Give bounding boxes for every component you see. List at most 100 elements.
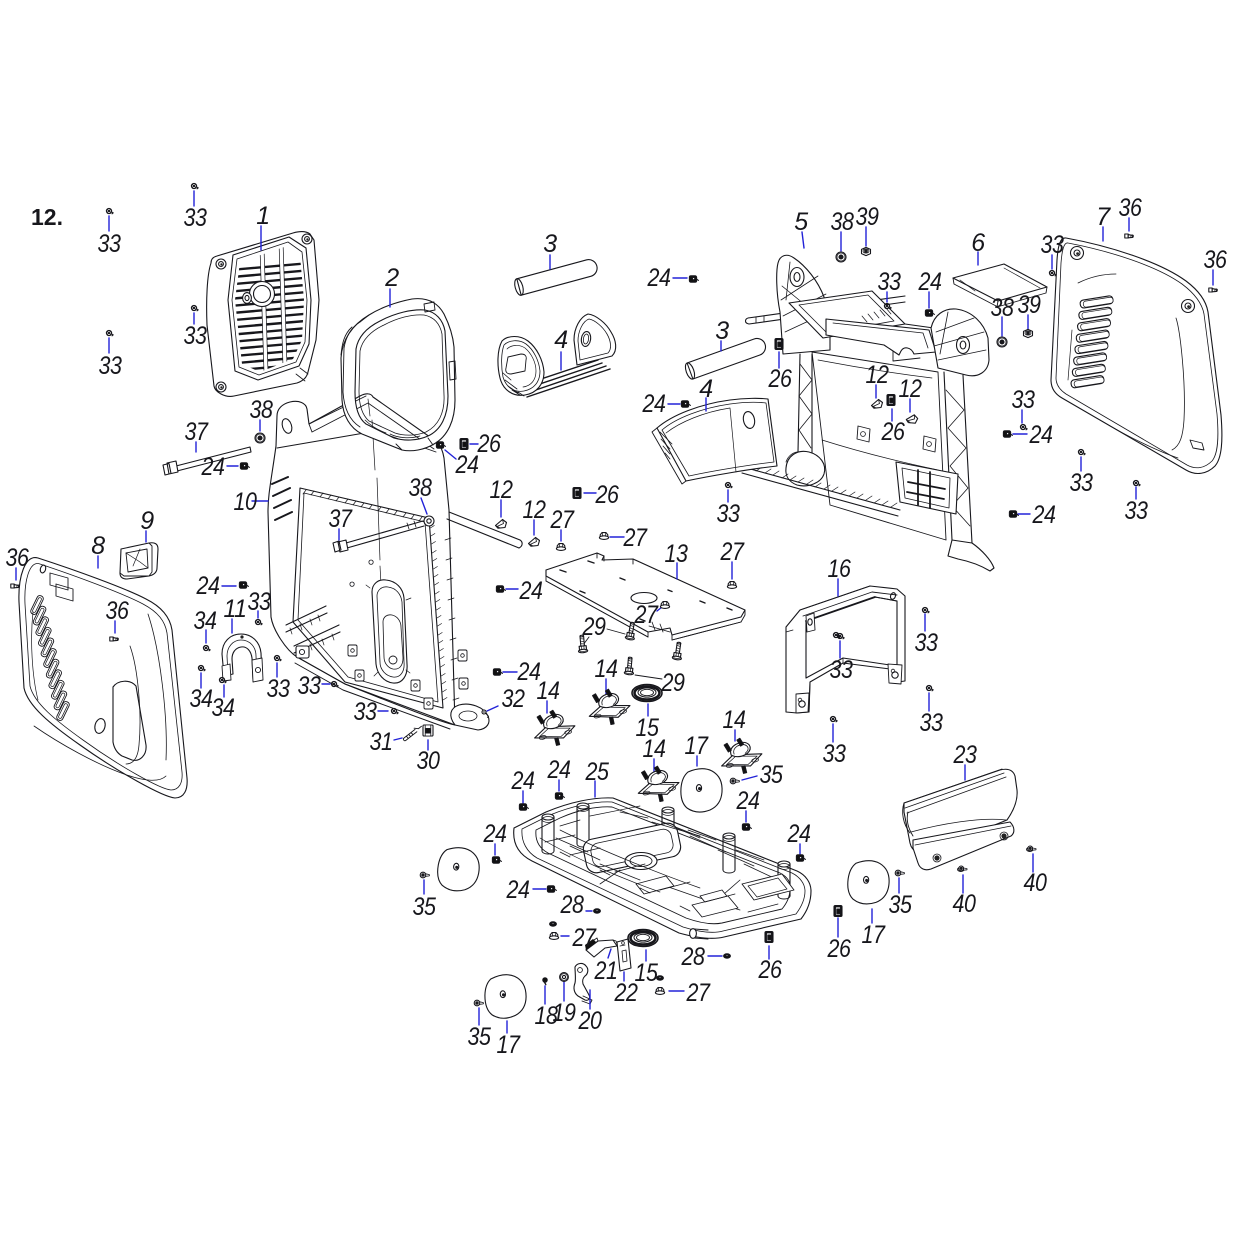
svg-text:29: 29: [661, 669, 685, 697]
svg-text:26: 26: [881, 418, 905, 446]
svg-text:24: 24: [647, 264, 671, 292]
svg-text:24: 24: [455, 451, 479, 479]
svg-text:7: 7: [1096, 203, 1111, 231]
svg-text:12: 12: [523, 496, 547, 524]
svg-text:33: 33: [1012, 386, 1036, 414]
svg-text:38: 38: [991, 294, 1015, 322]
svg-text:29: 29: [582, 613, 606, 641]
svg-text:36: 36: [1119, 194, 1143, 222]
svg-text:27: 27: [572, 924, 597, 952]
svg-text:4: 4: [699, 375, 712, 403]
svg-text:3: 3: [715, 317, 729, 345]
svg-text:26: 26: [827, 935, 851, 963]
svg-text:24: 24: [736, 787, 760, 815]
svg-text:28: 28: [560, 891, 584, 919]
svg-text:33: 33: [1070, 469, 1094, 497]
svg-text:11: 11: [224, 595, 247, 623]
svg-text:28: 28: [681, 943, 705, 971]
svg-text:2: 2: [384, 264, 399, 292]
svg-text:33: 33: [184, 322, 208, 350]
svg-text:21: 21: [594, 957, 618, 985]
svg-text:24: 24: [519, 577, 543, 605]
svg-text:26: 26: [768, 365, 792, 393]
svg-text:26: 26: [477, 430, 501, 458]
svg-text:33: 33: [1041, 231, 1065, 259]
svg-text:24: 24: [517, 658, 541, 686]
svg-text:24: 24: [196, 572, 220, 600]
svg-text:33: 33: [1125, 497, 1149, 525]
svg-text:12: 12: [899, 375, 923, 403]
svg-text:23: 23: [953, 741, 977, 769]
svg-text:6: 6: [971, 229, 985, 257]
svg-text:33: 33: [267, 675, 291, 703]
svg-text:24: 24: [642, 390, 666, 418]
svg-text:37: 37: [329, 505, 353, 533]
svg-text:24: 24: [1029, 421, 1053, 449]
svg-text:33: 33: [184, 204, 208, 232]
svg-text:32: 32: [502, 685, 526, 713]
svg-text:33: 33: [298, 672, 322, 700]
svg-text:24: 24: [511, 767, 535, 795]
svg-text:33: 33: [823, 740, 847, 768]
svg-text:26: 26: [595, 481, 619, 509]
svg-text:33: 33: [98, 230, 122, 258]
svg-text:14: 14: [643, 735, 666, 763]
svg-text:24: 24: [547, 756, 571, 784]
svg-text:39: 39: [1018, 291, 1042, 319]
svg-text:17: 17: [685, 732, 709, 760]
svg-text:40: 40: [953, 890, 977, 918]
svg-text:12.: 12.: [31, 204, 63, 230]
svg-text:8: 8: [91, 532, 105, 560]
svg-text:38: 38: [831, 208, 855, 236]
svg-text:36: 36: [106, 597, 130, 625]
svg-text:34: 34: [190, 685, 213, 713]
svg-text:24: 24: [787, 820, 811, 848]
svg-text:12: 12: [490, 476, 514, 504]
svg-text:30: 30: [417, 747, 441, 775]
svg-text:24: 24: [918, 268, 942, 296]
svg-text:33: 33: [830, 656, 854, 684]
svg-text:33: 33: [920, 709, 944, 737]
svg-text:33: 33: [915, 629, 939, 657]
svg-text:35: 35: [413, 893, 437, 921]
svg-text:18: 18: [535, 1002, 559, 1030]
svg-text:3: 3: [543, 230, 557, 258]
svg-text:36: 36: [1204, 246, 1228, 274]
svg-text:35: 35: [889, 891, 913, 919]
svg-text:37: 37: [185, 418, 209, 446]
svg-text:36: 36: [6, 544, 30, 572]
svg-text:17: 17: [497, 1031, 521, 1059]
svg-text:5: 5: [794, 208, 808, 236]
svg-text:33: 33: [354, 698, 378, 726]
svg-text:38: 38: [250, 396, 274, 424]
svg-text:17: 17: [862, 921, 886, 949]
svg-text:40: 40: [1024, 869, 1048, 897]
svg-text:26: 26: [758, 956, 782, 984]
svg-text:19: 19: [553, 999, 577, 1027]
svg-text:39: 39: [856, 203, 880, 231]
svg-text:34: 34: [212, 694, 235, 722]
svg-text:24: 24: [483, 820, 507, 848]
svg-text:12: 12: [866, 361, 890, 389]
svg-text:35: 35: [468, 1023, 492, 1051]
svg-text:27: 27: [550, 506, 575, 534]
svg-text:27: 27: [634, 601, 659, 629]
svg-text:33: 33: [99, 352, 123, 380]
svg-text:14: 14: [537, 677, 560, 705]
svg-text:27: 27: [720, 538, 745, 566]
svg-text:25: 25: [585, 758, 609, 786]
svg-text:24: 24: [201, 453, 225, 481]
svg-text:16: 16: [828, 555, 852, 583]
svg-text:24: 24: [506, 876, 530, 904]
svg-text:10: 10: [234, 488, 258, 516]
svg-text:1: 1: [256, 202, 269, 230]
svg-text:14: 14: [595, 655, 618, 683]
svg-text:13: 13: [665, 540, 689, 568]
svg-text:24: 24: [1032, 501, 1056, 529]
svg-text:27: 27: [686, 979, 711, 1007]
svg-text:33: 33: [878, 268, 902, 296]
svg-text:4: 4: [554, 326, 567, 354]
svg-text:33: 33: [717, 500, 741, 528]
svg-text:14: 14: [723, 706, 746, 734]
svg-text:15: 15: [636, 714, 660, 742]
